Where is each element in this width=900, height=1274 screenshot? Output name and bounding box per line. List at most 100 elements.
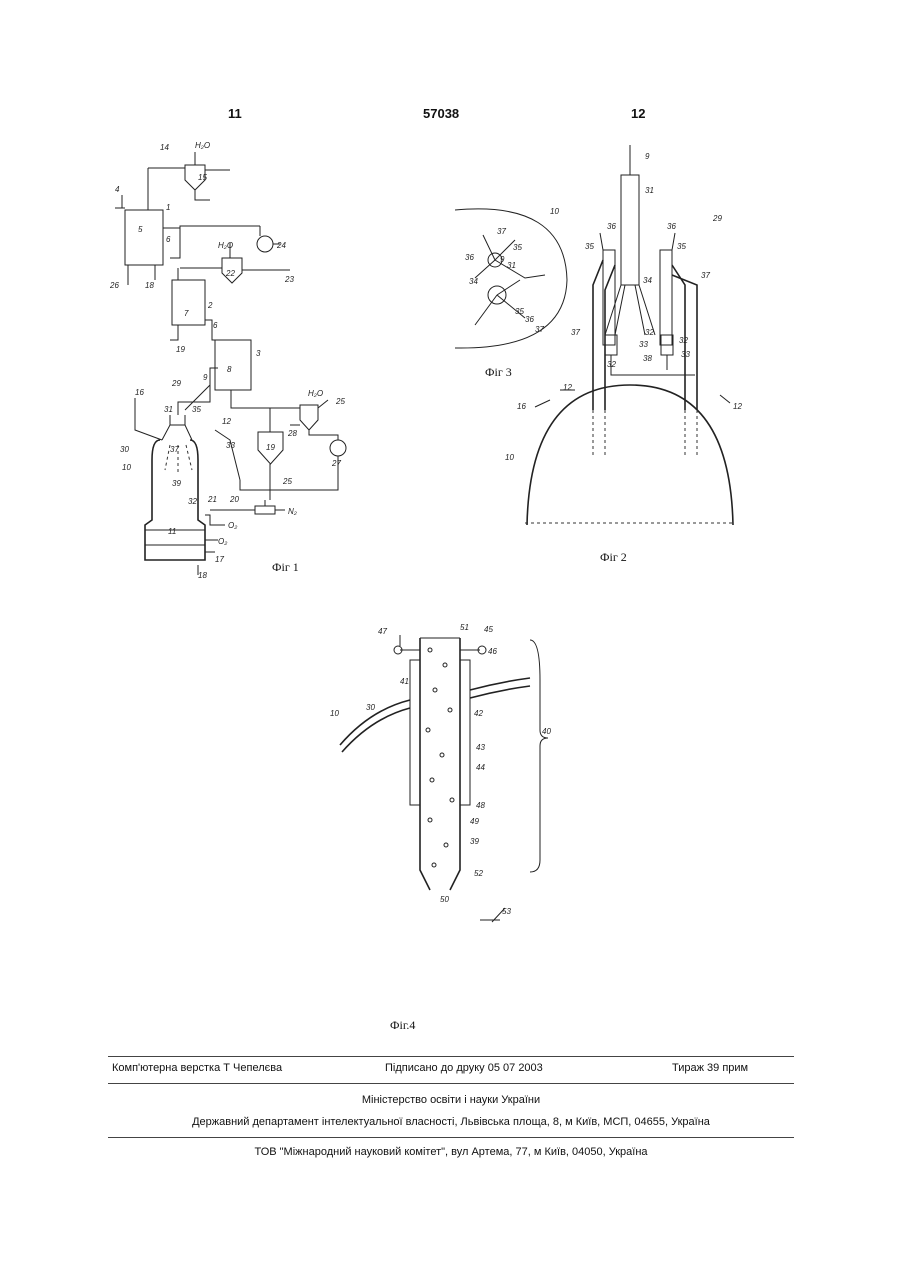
svg-text:32: 32 [645,328,654,337]
svg-text:42: 42 [474,709,483,718]
svg-text:10: 10 [330,709,339,718]
svg-text:11: 11 [168,527,176,536]
svg-text:46: 46 [488,647,497,656]
svg-text:25: 25 [335,397,345,406]
svg-text:34: 34 [469,277,478,286]
svg-text:48: 48 [476,801,485,810]
svg-text:33: 33 [639,340,648,349]
svg-text:4: 4 [115,185,120,194]
svg-text:38: 38 [643,354,652,363]
svg-text:25: 25 [282,477,292,486]
figure-4: 47 51 45 46 41 10 30 42 40 43 44 48 49 3… [330,620,570,940]
svg-text:26: 26 [109,281,119,290]
svg-text:H₂O: H₂O [218,241,233,250]
svg-text:37: 37 [701,271,710,280]
svg-text:12: 12 [222,417,231,426]
svg-text:17: 17 [215,555,224,564]
svg-text:51: 51 [460,623,469,632]
figure-1-caption: Фіг 1 [272,560,299,575]
svg-text:30: 30 [120,445,129,454]
figure-1-drawing: 14 H₂O 15 4 5 1 6 26 18 H₂O 22 24 23 2 7… [100,140,380,590]
department: Державний департамент інтелектуальної вл… [108,1116,794,1128]
svg-text:16: 16 [135,388,144,397]
svg-text:37: 37 [571,328,580,337]
svg-text:29: 29 [712,214,722,223]
svg-text:36: 36 [667,222,676,231]
svg-text:36: 36 [465,253,474,262]
svg-text:32: 32 [679,336,688,345]
svg-text:39: 39 [172,479,181,488]
svg-text:14: 14 [160,143,169,152]
svg-text:20: 20 [229,495,239,504]
svg-text:18: 18 [198,571,207,580]
svg-text:10: 10 [505,453,514,462]
svg-text:O₂: O₂ [228,521,237,530]
svg-text:H₂O: H₂O [195,141,210,150]
svg-text:32: 32 [607,360,616,369]
svg-text:9: 9 [645,152,650,161]
footer-rule-bottom [108,1137,794,1138]
figure-2-caption: Фіг 2 [600,550,627,565]
svg-text:O₂: O₂ [218,537,227,546]
svg-text:41: 41 [400,677,409,686]
figure-1: 14 H₂O 15 4 5 1 6 26 18 H₂O 22 24 23 2 7… [100,140,380,590]
signed-date: Підписано до друку 05 07 2003 [385,1062,543,1074]
svg-text:H₂O: H₂O [308,389,323,398]
figure-2-drawing: 9 31 36 36 29 35 35 37 34 32 37 32 33 32… [505,145,745,575]
svg-text:23: 23 [284,275,294,284]
svg-text:32: 32 [188,497,197,506]
svg-text:19: 19 [266,443,275,452]
svg-text:34: 34 [643,276,652,285]
svg-text:49: 49 [470,817,479,826]
svg-text:6: 6 [213,321,218,330]
svg-text:22: 22 [225,269,235,278]
svg-text:33: 33 [681,350,690,359]
figure-4-caption: Фіг.4 [390,1018,415,1033]
svg-text:6: 6 [166,235,171,244]
svg-text:35: 35 [585,242,594,251]
svg-text:7: 7 [184,309,189,318]
publisher: ТОВ "Міжнародний науковий комітет", вул … [108,1146,794,1158]
footer-rule-mid [108,1083,794,1084]
particles [426,648,454,867]
svg-text:40: 40 [542,727,551,736]
svg-text:24: 24 [276,241,286,250]
svg-text:12: 12 [563,383,572,392]
svg-text:52: 52 [474,869,483,878]
svg-text:44: 44 [476,763,485,772]
svg-text:31: 31 [645,186,654,195]
svg-text:29: 29 [171,379,181,388]
svg-text:5: 5 [138,225,143,234]
svg-text:47: 47 [378,627,387,636]
svg-text:3: 3 [256,349,261,358]
svg-text:43: 43 [476,743,485,752]
svg-text:35: 35 [192,405,201,414]
svg-text:33: 33 [226,441,235,450]
footer-rule-top [108,1056,794,1057]
composer: Комп'ютерна верстка Т Чепелєва [112,1062,282,1074]
svg-text:30: 30 [366,703,375,712]
svg-text:1: 1 [166,203,170,212]
svg-text:31: 31 [164,405,173,414]
svg-text:50: 50 [440,895,449,904]
print-run: Тираж 39 прим [672,1062,748,1074]
svg-text:16: 16 [517,402,526,411]
right-page-number: 12 [631,106,645,121]
svg-text:37: 37 [170,445,179,454]
svg-text:36: 36 [607,222,616,231]
left-page-number: 11 [228,106,242,121]
svg-text:18: 18 [145,281,154,290]
svg-text:2: 2 [207,301,213,310]
svg-text:35: 35 [677,242,686,251]
patent-number: 57038 [423,106,459,121]
svg-text:28: 28 [287,429,297,438]
svg-text:15: 15 [198,173,207,182]
svg-text:19: 19 [176,345,185,354]
svg-text:12: 12 [733,402,742,411]
ministry: Міністерство освіти і науки України [108,1094,794,1106]
svg-text:39: 39 [470,837,479,846]
figure-4-drawing: 47 51 45 46 41 10 30 42 40 43 44 48 49 3… [330,620,570,940]
svg-text:9: 9 [203,373,208,382]
svg-text:21: 21 [207,495,217,504]
svg-text:27: 27 [331,459,341,468]
